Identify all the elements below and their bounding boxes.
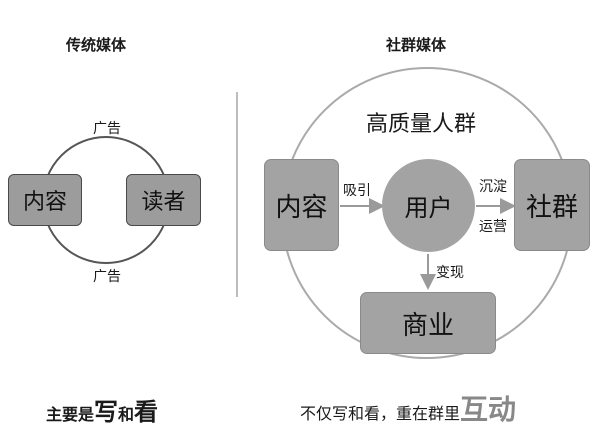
settle-label: 沉淀 (479, 179, 507, 195)
social-caption-interact: 互动 (460, 393, 517, 426)
social-content-box: 内容 (264, 159, 339, 251)
monetize-label: 变现 (436, 265, 464, 281)
traditional-caption-read: 看 (134, 398, 159, 426)
section-divider (236, 92, 238, 297)
social-business-box: 商业 (360, 292, 496, 354)
social-caption: 不仅写和看，重在群里互动 (300, 388, 516, 428)
traditional-caption-write: 写 (94, 398, 119, 426)
traditional-reader-box: 读者 (126, 174, 201, 226)
attract-label: 吸引 (343, 183, 371, 199)
traditional-caption: 主要是写和看 (46, 392, 158, 427)
social-media-title: 社群媒体 (386, 36, 447, 54)
ad-label-bottom: 广告 (93, 269, 121, 285)
operate-label: 运营 (479, 219, 507, 235)
ad-label-top: 广告 (93, 121, 121, 137)
social-caption-text: 不仅写和看，重在群里 (300, 404, 461, 423)
traditional-media-title: 传统媒体 (66, 36, 127, 54)
traditional-caption-prefix: 主要是 (46, 405, 95, 424)
traditional-content-box: 内容 (8, 174, 82, 226)
social-community-box: 社群 (514, 159, 590, 251)
user-circle: 用户 (382, 159, 475, 252)
high-quality-crowd-label: 高质量人群 (366, 112, 477, 137)
traditional-caption-and: 和 (118, 405, 135, 424)
